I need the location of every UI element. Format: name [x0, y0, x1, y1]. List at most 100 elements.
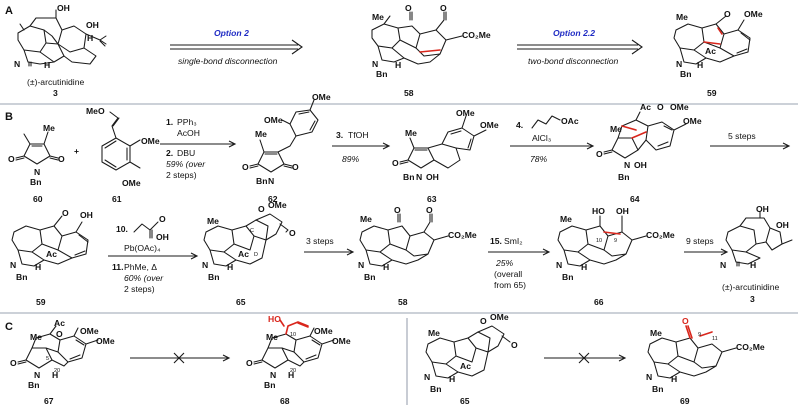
compound-name: (±)-arcutinidine — [27, 77, 84, 87]
compound-59-structure-a — [673, 15, 751, 65]
compound-number: 58 — [404, 88, 414, 98]
step-label: 5 steps — [728, 131, 756, 141]
step-label: 3 steps — [306, 236, 334, 246]
atom-label: Me — [405, 128, 417, 138]
atom-label: Me — [676, 12, 688, 22]
atom-label: OMe — [456, 108, 475, 118]
compound-63-structure — [399, 115, 487, 169]
atom-label: OH — [634, 160, 647, 170]
plus-sign: + — [74, 146, 79, 156]
atom-label: N — [358, 260, 364, 270]
atom-label: O — [480, 316, 487, 326]
panel-a-label: A — [5, 5, 13, 17]
arcutinidine-structure-a — [17, 9, 107, 67]
atom-label: OMe — [268, 200, 287, 210]
atom-label: OH — [616, 206, 629, 216]
atom-label: N — [416, 172, 422, 182]
atom-label: Me — [428, 328, 440, 338]
atom-label: OMe — [141, 136, 160, 146]
compound-number: 68 — [280, 396, 290, 406]
atom-label: N — [10, 260, 16, 270]
atom-label: N — [372, 59, 378, 69]
compound-number: 59 — [36, 297, 46, 307]
atom-label: O — [426, 205, 433, 215]
atom-label: OH — [426, 172, 439, 182]
step-label: 9 steps — [686, 236, 714, 246]
atom-label: CO₂Me — [448, 230, 477, 240]
atom-label: HO — [592, 206, 605, 216]
atom-label: OMe — [312, 92, 331, 102]
ring-label: C — [250, 228, 254, 234]
atom-label: Me — [255, 129, 267, 139]
atom-label: Bn — [364, 272, 375, 282]
compound-68-structure — [253, 319, 335, 369]
compound-number: 3 — [53, 88, 58, 98]
step-number: 3. — [336, 130, 343, 140]
compound-62-structure — [249, 99, 319, 173]
atom-label: H — [671, 374, 677, 384]
atom-label: N — [624, 160, 630, 170]
atom-label: Me — [30, 332, 42, 342]
diene-oac-structure — [531, 115, 561, 129]
compound-69-structure — [647, 325, 737, 379]
step-number: 15. — [490, 236, 502, 246]
atom-number: 11 — [712, 336, 718, 342]
atom-label: N — [646, 372, 652, 382]
yield: 2 steps) — [124, 284, 155, 294]
atom-label: Me — [43, 123, 55, 133]
compound-number: 62 — [268, 194, 278, 204]
arrow-head — [346, 248, 355, 256]
atom-label: O — [159, 214, 166, 224]
atom-label: O — [596, 149, 603, 159]
option-2-title: Option 2 — [214, 28, 249, 38]
yield: 60% (over — [124, 273, 164, 283]
atom-label: OH — [776, 220, 789, 230]
atom-label: H — [750, 260, 756, 270]
compound-66-structure — [557, 215, 647, 267]
yield: 78% — [530, 154, 548, 164]
atom-label: O — [8, 154, 15, 164]
atom-label: Bn — [618, 172, 629, 182]
atom-label: Bn — [562, 272, 573, 282]
option-2-subtitle: single-bond disconnection — [178, 56, 278, 66]
atom-label: O — [58, 154, 65, 164]
atom-label: Bn — [376, 69, 387, 79]
atom-label: OH — [756, 204, 769, 214]
atom-label: OH — [156, 232, 169, 242]
atom-label: Ac — [705, 46, 716, 56]
compound-number: 58 — [398, 297, 408, 307]
atom-label: OMe — [670, 102, 689, 112]
compound-64-structure — [603, 111, 687, 159]
atom-label: Me — [610, 124, 622, 134]
atom-label: OMe — [490, 312, 509, 322]
atom-label: N — [424, 372, 430, 382]
atom-label: H — [44, 60, 50, 70]
atom-label: N — [676, 59, 682, 69]
atom-label: Bn — [28, 380, 39, 390]
ring-label: D — [254, 252, 258, 258]
atom-label: N — [556, 260, 562, 270]
compound-number: 61 — [112, 194, 122, 204]
atom-number: 10 — [596, 238, 602, 244]
atom-label: CO₂Me — [646, 230, 675, 240]
compound-number: 64 — [630, 194, 640, 204]
atom-label: O — [56, 329, 63, 339]
atom-number: 9 — [614, 238, 617, 244]
compound-number: 63 — [427, 194, 437, 204]
retrosynthesis-arrow-option-2-2 — [517, 39, 643, 55]
atom-label: Bn — [680, 69, 691, 79]
compound-65-structure-c — [425, 325, 511, 379]
reagent: PPh₃ — [177, 117, 197, 127]
atom-label: Ac — [640, 102, 651, 112]
atom-label-highlight: O — [682, 316, 689, 326]
atom-label: N — [270, 370, 276, 380]
atom-label: Ac — [46, 249, 57, 259]
atom-label: O — [246, 358, 253, 368]
step-number: 11. — [112, 262, 123, 272]
atom-label: H — [581, 262, 587, 272]
atom-number: 20 — [54, 368, 60, 374]
reagent: SmI₂ — [504, 236, 523, 246]
atom-label: Bn — [652, 384, 663, 394]
arrow-head — [720, 248, 729, 256]
atom-label: H — [395, 60, 401, 70]
